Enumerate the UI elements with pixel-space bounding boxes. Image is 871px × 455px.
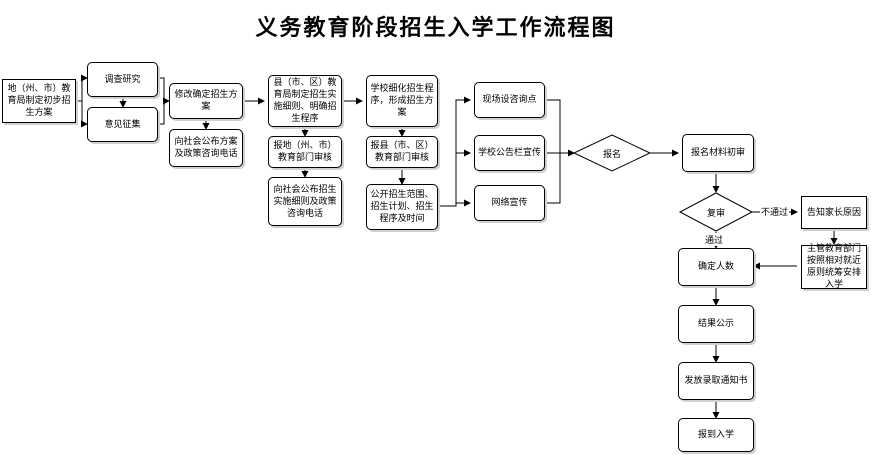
node-publish-plan: 向社会公布方案及政策咨询电话 xyxy=(169,129,243,167)
node-prefecture-review: 报地（州、市）教育部门审核 xyxy=(268,136,342,168)
edge-n2-n4 xyxy=(158,77,165,101)
edge-n14-n15 xyxy=(545,153,561,204)
decision-baoming xyxy=(572,134,652,172)
node-opinion-collection: 意见征集 xyxy=(87,107,158,142)
node-onsite-consult: 现场设咨询点 xyxy=(474,82,545,118)
node-county-rules: 县（市、区）教育局制定招生实施细则、明确招生程序 xyxy=(268,75,342,127)
edge-n3-n4 xyxy=(158,97,170,125)
node-confirm-number: 确定人数 xyxy=(678,248,754,286)
node-initial-review: 报名材料初审 xyxy=(682,134,754,172)
node-report-enroll: 报到入学 xyxy=(678,418,754,452)
node-publish-rules: 向社会公布招生实施细则及政策咨询电话 xyxy=(268,177,342,226)
decision-fushen xyxy=(678,192,754,232)
node-research: 调查研究 xyxy=(87,62,158,97)
node-school-plan: 学校细化招生程序，形成招生方案 xyxy=(366,75,438,127)
edge-label-pass: 通过 xyxy=(704,233,725,246)
edge-n1-n3 xyxy=(81,101,88,128)
node-register: 报名 xyxy=(602,150,621,160)
node-publicize-result: 结果公示 xyxy=(678,305,754,343)
node-county-review: 报县（市、区）教育部门审核 xyxy=(366,136,438,168)
node-bulletin: 学校公告栏宣传 xyxy=(474,135,545,171)
node-re-review: 复审 xyxy=(706,209,725,219)
node-arrange-enrollment: 主管教育部门按照相对就近原则统筹安排入学 xyxy=(801,244,867,290)
node-online: 网络宣传 xyxy=(474,185,545,221)
edge-n1-n2 xyxy=(76,74,88,102)
edge-label-fail: 不通过 xyxy=(760,205,790,218)
edge-n12-n15 xyxy=(545,99,561,153)
node-admission-notice: 发放录取通知书 xyxy=(678,362,754,400)
node-notify-parents: 告知家长原因 xyxy=(801,196,867,229)
node-publish-scope: 公开招生范围、招生计划、招生程序及时间 xyxy=(366,184,438,230)
node-initial-plan: 地（州、市）教育局制定初步招生方案 xyxy=(2,79,76,123)
node-revise-plan: 修改确定招生方案 xyxy=(169,83,243,119)
page-title: 义务教育阶段招生入学工作流程图 xyxy=(255,15,616,41)
